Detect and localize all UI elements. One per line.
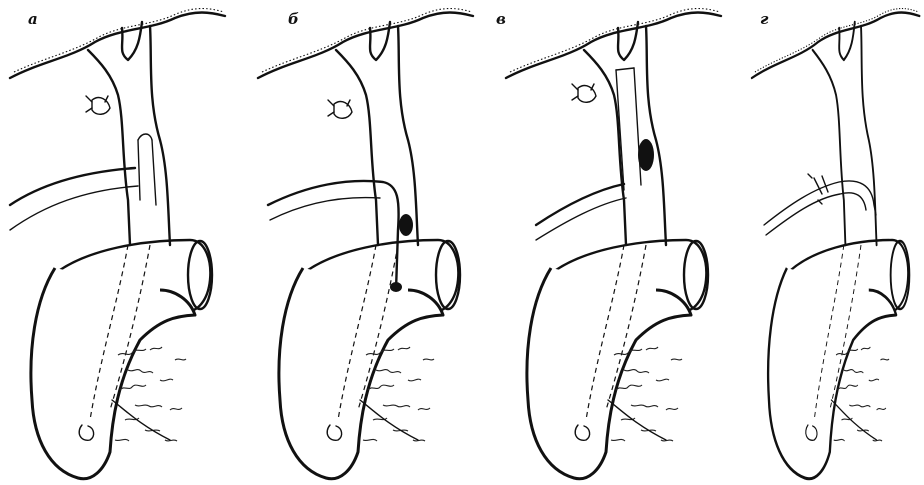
panel-label-d: г xyxy=(760,10,768,28)
panel-label-b: б xyxy=(288,10,299,28)
panel-a: а xyxy=(0,0,231,485)
panel-b: б xyxy=(248,0,479,485)
panel-c-illustration xyxy=(496,0,727,485)
panel-d: г xyxy=(744,0,924,485)
panel-d-illustration xyxy=(744,0,924,485)
panel-c: в xyxy=(496,0,727,485)
panel-b-illustration xyxy=(248,0,479,485)
panel-a-illustration xyxy=(0,0,231,485)
panel-label-c: в xyxy=(496,10,506,28)
panel-label-a: а xyxy=(28,10,38,28)
